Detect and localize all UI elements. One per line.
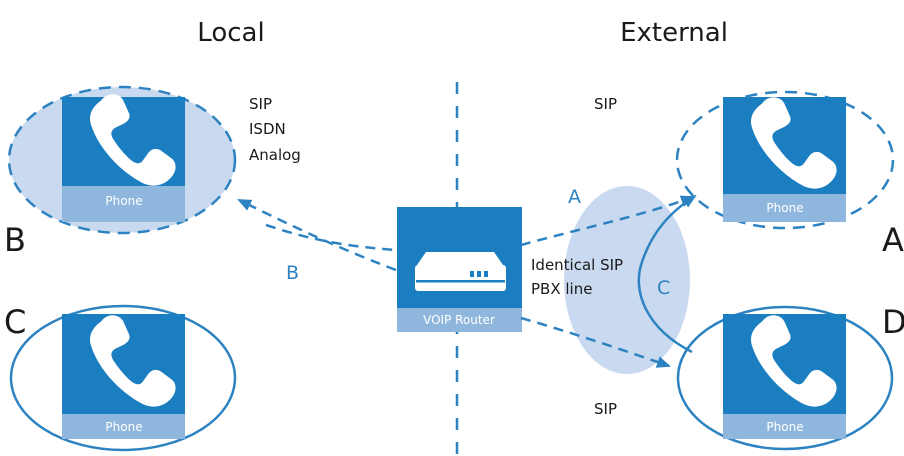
external-protocol-sip-a: SIP <box>594 95 617 113</box>
phone-b-letter: B <box>4 221 26 259</box>
connection-local-arrow <box>265 223 397 252</box>
connection-c-arrow <box>637 194 697 354</box>
local-protocol-analog: Analog <box>249 146 301 164</box>
phone-c-letter: C <box>4 303 26 341</box>
router-band <box>397 308 522 332</box>
phone-b-caption: Phone <box>105 194 142 208</box>
connection-d-arrow <box>520 316 671 368</box>
shared-line-label-2: PBX line <box>531 280 592 298</box>
connection-a-label: A <box>568 186 581 208</box>
router-caption: VOIP Router <box>423 313 495 327</box>
router-device-icon <box>415 252 506 291</box>
phone-c-caption: Phone <box>105 420 142 434</box>
external-heading: External <box>620 18 728 48</box>
phone-a-letter: A <box>882 221 904 259</box>
phone-d-letter: D <box>882 303 904 341</box>
phone-a-band <box>723 194 846 222</box>
connection-b-arrow <box>237 198 397 272</box>
shared-line-label-1: Identical SIP <box>531 256 623 274</box>
connection-a-arrow <box>520 195 695 247</box>
connection-c-label: C <box>657 277 670 299</box>
external-phone-a: Phone <box>675 90 895 230</box>
phone-a-caption: Phone <box>766 201 803 215</box>
local-phone-c: Phone <box>9 304 237 452</box>
connection-b-label: B <box>286 262 299 284</box>
local-protocol-isdn: ISDN <box>249 120 286 138</box>
external-protocol-sip-d: SIP <box>594 400 617 418</box>
local-phone-b: Phone <box>7 85 237 235</box>
phone-c-band <box>62 414 185 439</box>
phone-d-band <box>723 414 846 439</box>
phone-d-caption: Phone <box>766 420 803 434</box>
voip-router: VOIP Router <box>397 207 522 332</box>
external-phone-d: Phone <box>676 305 894 451</box>
phone-b-band <box>62 186 185 222</box>
local-heading: Local <box>197 18 264 48</box>
local-protocol-sip: SIP <box>249 95 272 113</box>
